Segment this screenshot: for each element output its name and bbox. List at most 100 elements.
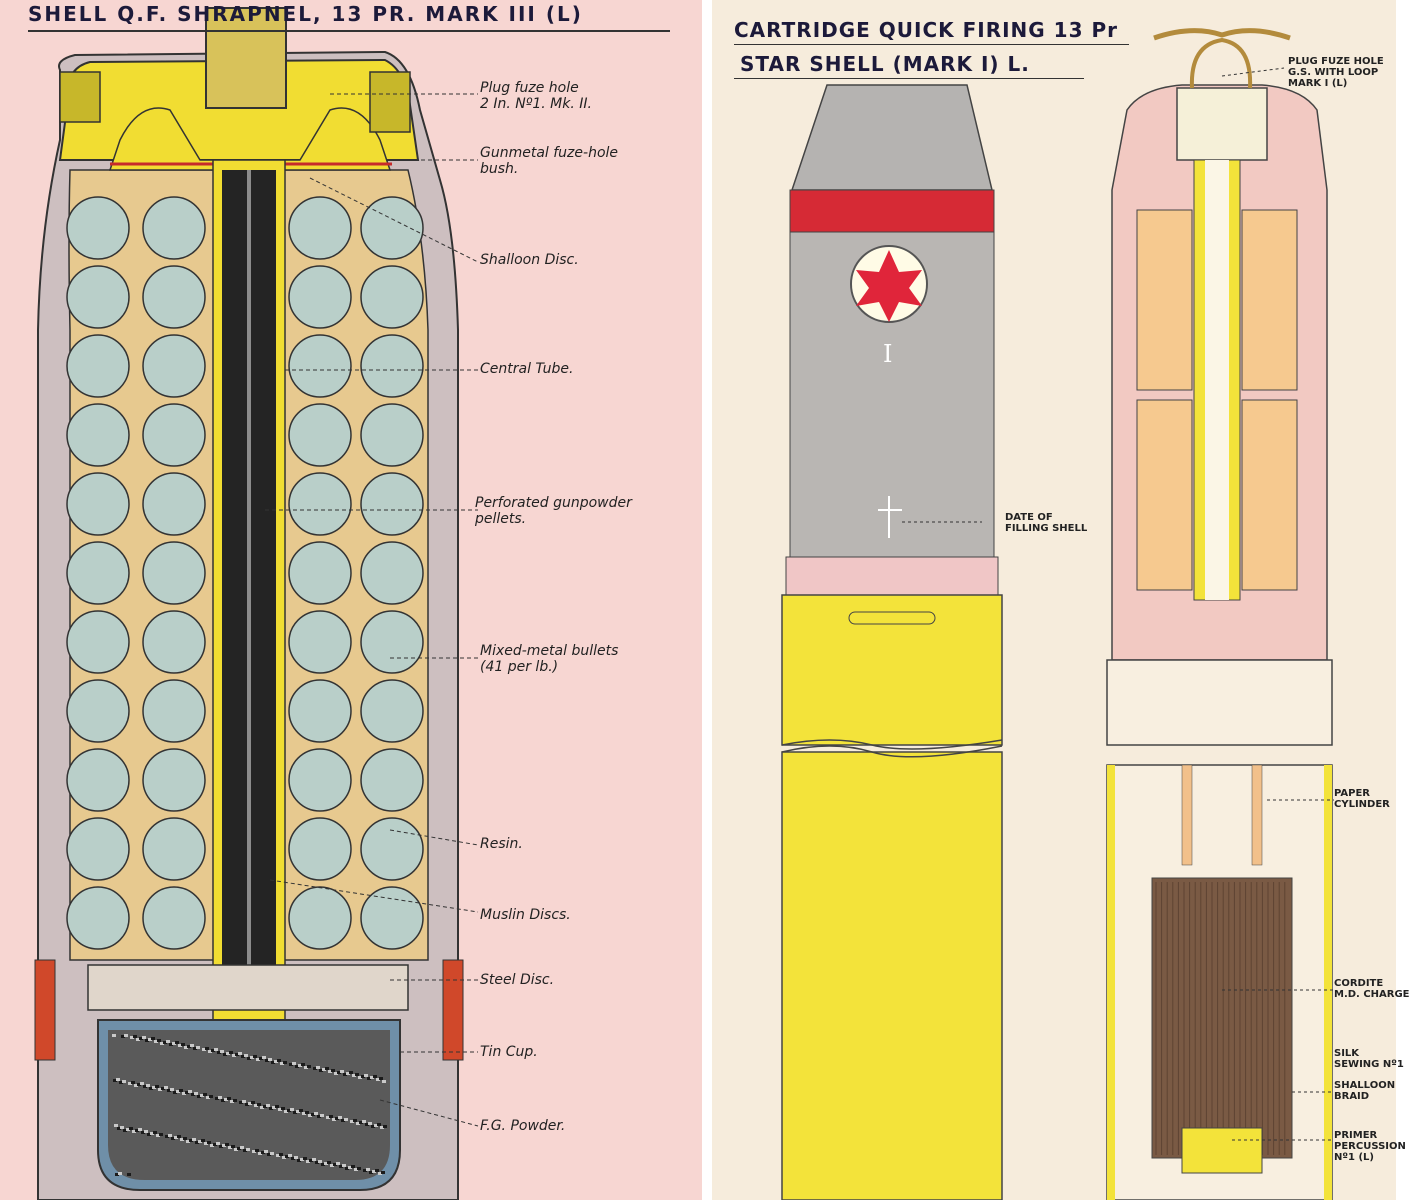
driving-band-left xyxy=(34,959,56,1061)
powder-speck xyxy=(333,1163,337,1166)
powder-speck xyxy=(299,1109,303,1112)
powder-speck xyxy=(243,1149,247,1152)
label-muslin-discs: Muslin Discs. xyxy=(480,907,571,923)
powder-speck xyxy=(302,1112,306,1115)
powder-speck xyxy=(335,1117,339,1120)
powder-speck xyxy=(247,1057,251,1060)
powder-speck xyxy=(344,1118,348,1121)
label-shalloon-disc: Shalloon Disc. xyxy=(480,252,579,268)
powder-speck xyxy=(294,1156,298,1159)
powder-speck xyxy=(256,1058,260,1061)
powder-speck xyxy=(164,1086,168,1089)
title-underline xyxy=(28,30,670,32)
powder-speck xyxy=(316,1066,320,1069)
powder-speck xyxy=(133,1035,137,1038)
powder-speck xyxy=(264,1150,268,1153)
powder-speck xyxy=(113,1079,117,1082)
plug-fuze-hole xyxy=(205,7,287,109)
powder-speck xyxy=(379,1077,383,1080)
powder-speck xyxy=(160,1042,164,1045)
bullet xyxy=(360,886,424,950)
powder-speck xyxy=(194,1092,198,1095)
powder-speck xyxy=(167,1089,171,1092)
powder-speck xyxy=(350,1120,354,1123)
powder-speck xyxy=(239,1101,243,1104)
powder-speck xyxy=(191,1093,195,1096)
powder-speck xyxy=(141,1131,145,1134)
powder-speck xyxy=(345,1167,349,1170)
bullet xyxy=(288,610,352,674)
powder-speck xyxy=(204,1142,208,1145)
star-pellet-right xyxy=(1241,209,1298,391)
powder-speck xyxy=(296,1110,300,1113)
powder-speck xyxy=(338,1116,342,1119)
powder-speck xyxy=(222,1144,226,1147)
powder-speck xyxy=(131,1081,135,1084)
bullet xyxy=(360,679,424,743)
label-plug-fuze-hole: Plug fuze hole 2 In. Nº1. Mk. II. xyxy=(480,80,592,112)
right-panel-title-line2: STAR SHELL (MARK I) L. xyxy=(740,52,1030,76)
bullet xyxy=(288,748,352,812)
powder-speck xyxy=(287,1109,291,1112)
driving-band-right xyxy=(442,959,464,1061)
powder-speck xyxy=(220,1050,224,1053)
powder-speck xyxy=(138,1128,142,1131)
bullet xyxy=(66,886,130,950)
powder-speck xyxy=(122,1080,126,1083)
star-pellet-left-2 xyxy=(1136,399,1193,591)
powder-speck xyxy=(349,1071,353,1074)
powder-speck xyxy=(251,1101,255,1104)
powder-speck xyxy=(233,1099,237,1102)
powder-speck xyxy=(348,1166,352,1169)
bullet xyxy=(142,403,206,467)
powder-speck xyxy=(147,1133,151,1136)
fuze-bush-threads-right xyxy=(369,71,411,133)
powder-speck xyxy=(215,1097,219,1100)
powder-speck xyxy=(218,1096,222,1099)
section-case-upper xyxy=(1106,659,1333,746)
red-band xyxy=(789,189,995,233)
powder-speck xyxy=(325,1067,329,1070)
powder-speck xyxy=(352,1074,356,1077)
powder-speck xyxy=(356,1122,360,1125)
powder-speck xyxy=(238,1052,242,1055)
bullet xyxy=(288,886,352,950)
central-tube-white xyxy=(1205,160,1229,600)
powder-speck xyxy=(228,1146,232,1149)
powder-speck xyxy=(219,1145,223,1148)
bullet xyxy=(360,748,424,812)
powder-speck xyxy=(179,1089,183,1092)
powder-speck xyxy=(171,1137,175,1140)
powder-speck xyxy=(278,1108,282,1111)
powder-speck xyxy=(126,1128,130,1131)
powder-speck xyxy=(280,1062,284,1065)
powder-speck xyxy=(366,1168,370,1171)
bullet xyxy=(142,334,206,398)
powder-speck xyxy=(206,1096,210,1099)
powder-speck xyxy=(128,1082,132,1085)
powder-speck xyxy=(357,1167,361,1170)
mixed-metal-bullets-right xyxy=(288,196,424,950)
label-paper-cylinder: PAPER CYLINDER xyxy=(1334,788,1390,810)
powder-speck xyxy=(268,1058,272,1061)
powder-speck xyxy=(203,1093,207,1096)
powder-speck xyxy=(211,1049,215,1052)
powder-speck xyxy=(241,1055,245,1058)
powder-speck xyxy=(315,1161,319,1164)
powder-speck xyxy=(309,1159,313,1162)
powder-speck xyxy=(355,1073,359,1076)
bullet xyxy=(66,472,130,536)
powder-speck xyxy=(342,1164,346,1167)
powder-speck xyxy=(151,1037,155,1040)
bullet xyxy=(288,265,352,329)
bullet xyxy=(288,403,352,467)
powder-speck xyxy=(214,1048,218,1051)
powder-speck xyxy=(383,1125,387,1128)
powder-speck xyxy=(185,1091,189,1094)
label-cordite: CORDITE M.D. CHARGE xyxy=(1334,978,1410,1000)
powder-speck xyxy=(371,1125,375,1128)
powder-speck xyxy=(161,1087,165,1090)
powder-speck xyxy=(378,1172,382,1175)
powder-speck xyxy=(272,1106,276,1109)
powder-speck xyxy=(341,1119,345,1122)
